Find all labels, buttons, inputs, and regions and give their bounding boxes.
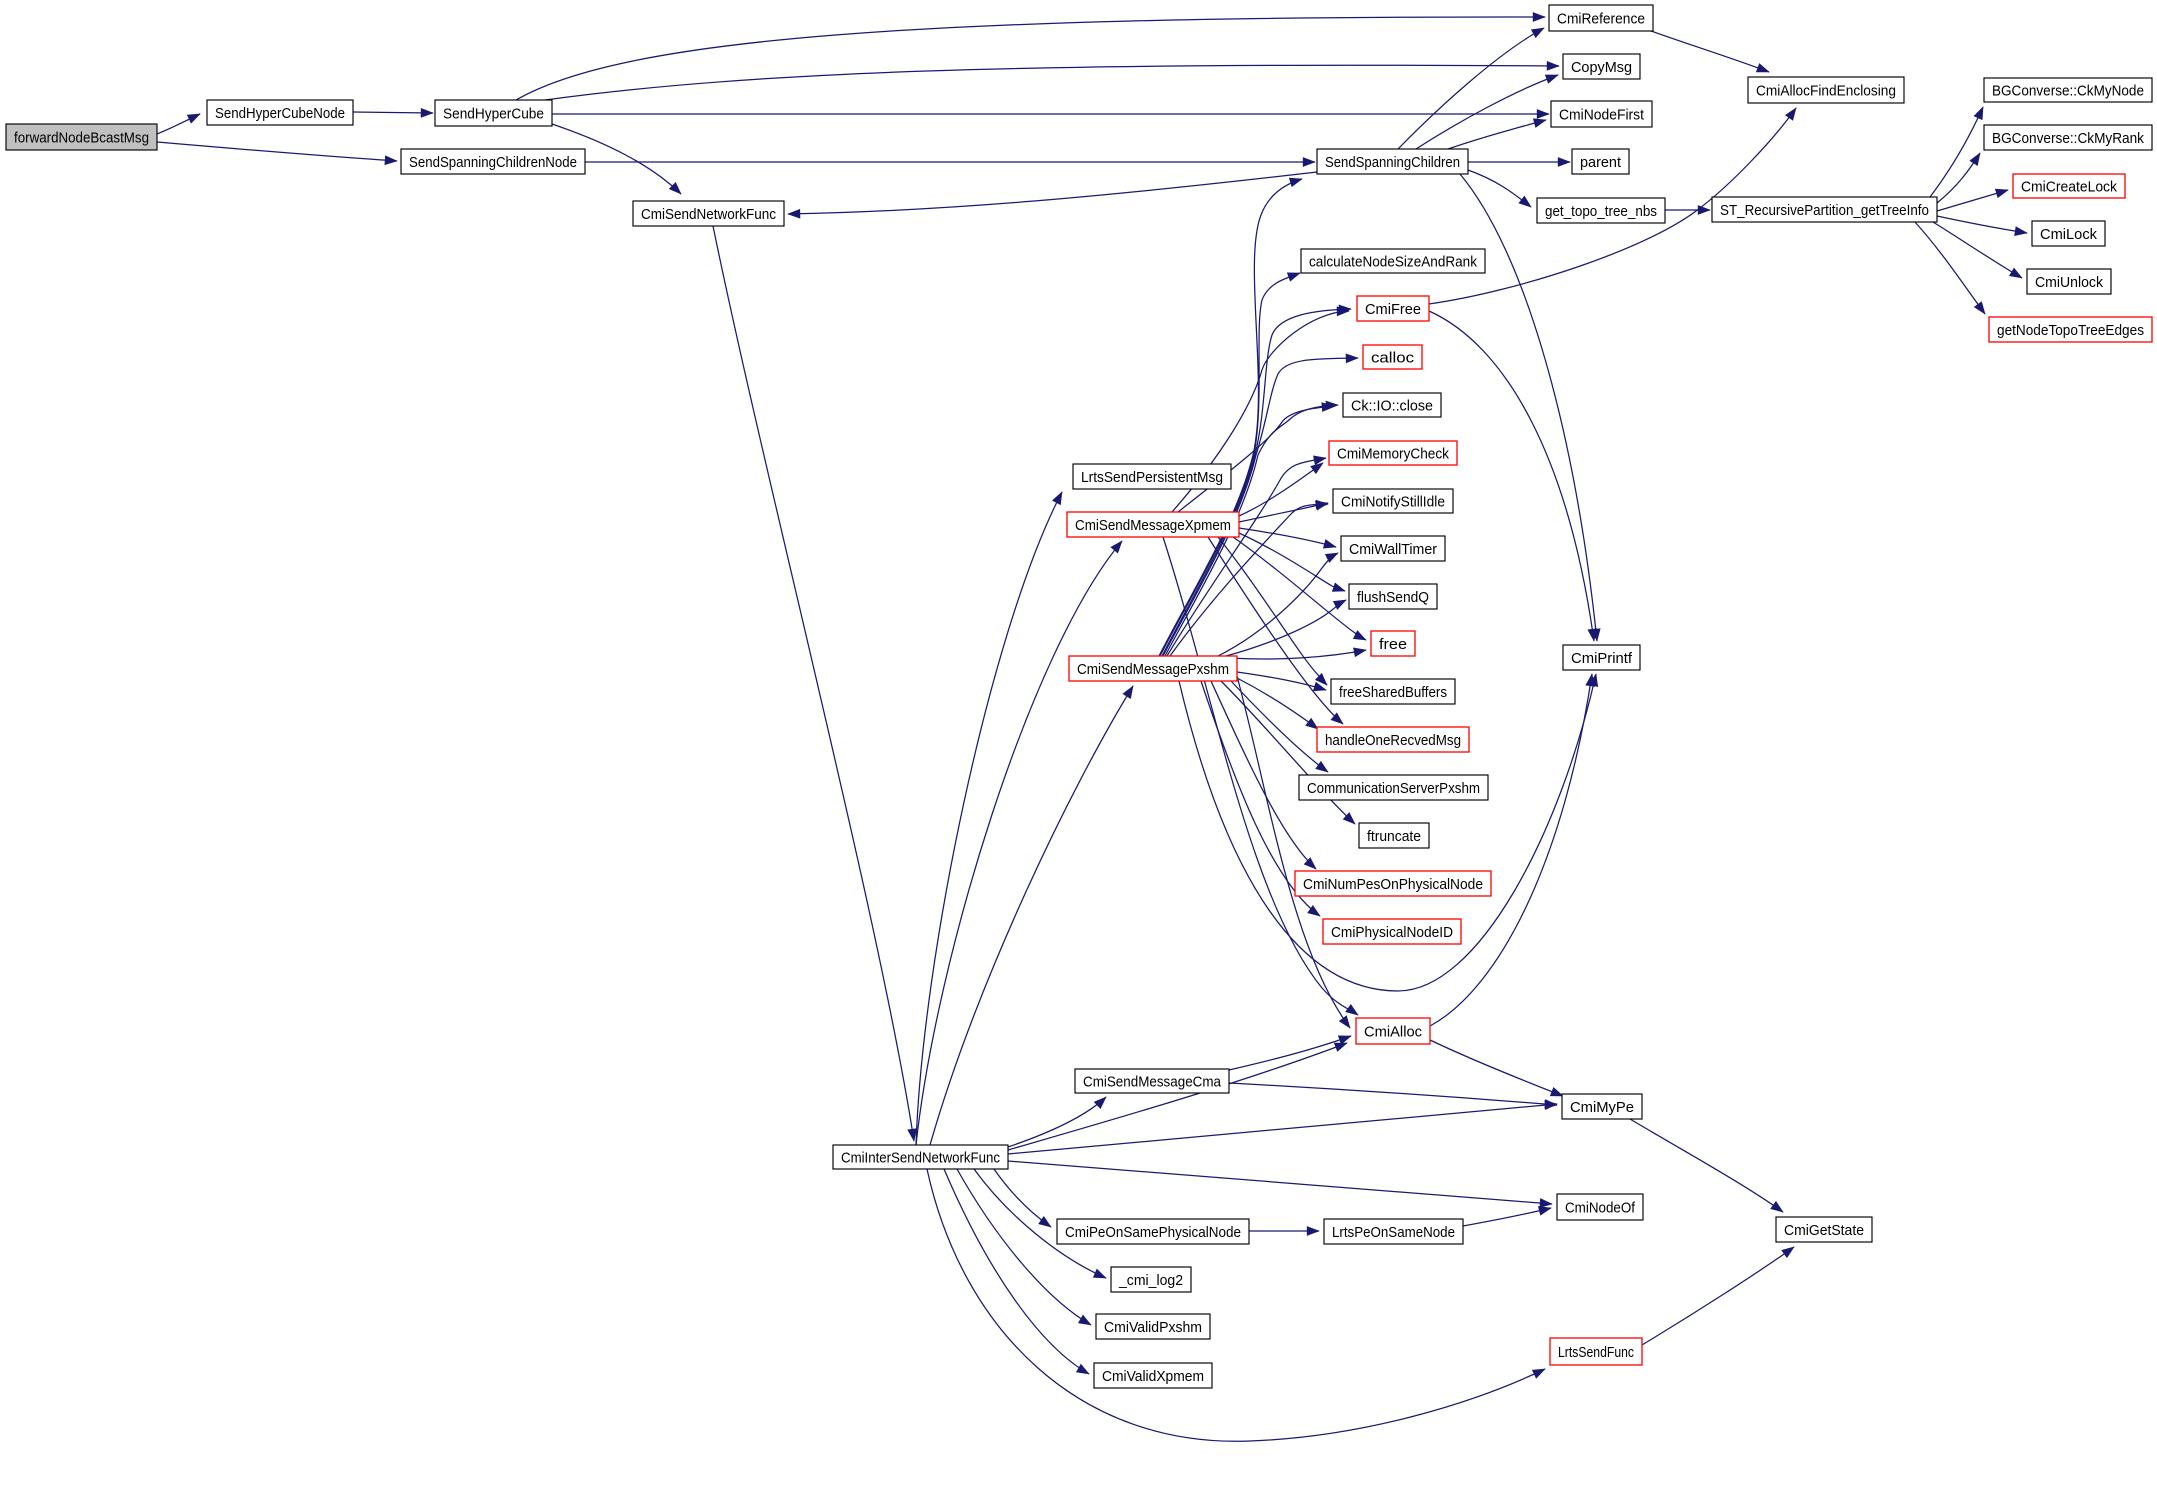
svg-text:CmiMemoryCheck: CmiMemoryCheck bbox=[1337, 445, 1449, 462]
svg-text:CmiGetState: CmiGetState bbox=[1784, 1222, 1864, 1239]
svg-text:_cmi_log2: _cmi_log2 bbox=[1118, 1272, 1183, 1289]
svg-text:CmiCreateLock: CmiCreateLock bbox=[2021, 178, 2117, 195]
svg-text:SendSpanningChildrenNode: SendSpanningChildrenNode bbox=[409, 154, 577, 171]
svg-text:CmiMyPe: CmiMyPe bbox=[1570, 1099, 1634, 1116]
svg-text:CmiSendMessagePxshm: CmiSendMessagePxshm bbox=[1077, 661, 1229, 678]
svg-text:LrtsSendPersistentMsg: LrtsSendPersistentMsg bbox=[1081, 469, 1223, 486]
svg-text:CmiUnlock: CmiUnlock bbox=[2035, 274, 2103, 291]
svg-text:LrtsPeOnSameNode: LrtsPeOnSameNode bbox=[1332, 1224, 1455, 1241]
svg-text:CopyMsg: CopyMsg bbox=[1571, 59, 1632, 76]
svg-text:ftruncate: ftruncate bbox=[1367, 828, 1421, 845]
svg-text:CmiLock: CmiLock bbox=[2040, 226, 2097, 243]
svg-text:freeSharedBuffers: freeSharedBuffers bbox=[1339, 684, 1447, 701]
svg-text:CmiNodeFirst: CmiNodeFirst bbox=[1559, 106, 1645, 123]
svg-text:CmiValidPxshm: CmiValidPxshm bbox=[1104, 1319, 1202, 1336]
svg-text:CmiValidXpmem: CmiValidXpmem bbox=[1102, 1368, 1204, 1385]
svg-text:forwardNodeBcastMsg: forwardNodeBcastMsg bbox=[14, 129, 149, 146]
svg-text:ST_RecursivePartition_getTreeI: ST_RecursivePartition_getTreeInfo bbox=[1720, 202, 1929, 219]
svg-text:CmiFree: CmiFree bbox=[1365, 301, 1421, 318]
svg-text:flushSendQ: flushSendQ bbox=[1357, 589, 1429, 606]
svg-text:handleOneRecvedMsg: handleOneRecvedMsg bbox=[1325, 732, 1461, 749]
svg-text:CmiAllocFindEnclosing: CmiAllocFindEnclosing bbox=[1756, 82, 1896, 99]
svg-text:calloc: calloc bbox=[1371, 349, 1415, 366]
svg-text:CmiSendMessageXpmem: CmiSendMessageXpmem bbox=[1075, 517, 1231, 534]
svg-text:CmiPrintf: CmiPrintf bbox=[1571, 650, 1633, 667]
svg-text:LrtsSendFunc: LrtsSendFunc bbox=[1558, 1344, 1634, 1361]
svg-text:CmiReference: CmiReference bbox=[1557, 10, 1645, 27]
svg-text:CommunicationServerPxshm: CommunicationServerPxshm bbox=[1307, 780, 1480, 797]
svg-text:Ck::IO::close: Ck::IO::close bbox=[1351, 397, 1433, 414]
svg-text:free: free bbox=[1379, 636, 1407, 653]
svg-text:CmiSendMessageCma: CmiSendMessageCma bbox=[1083, 1073, 1222, 1090]
svg-text:CmiPhysicalNodeID: CmiPhysicalNodeID bbox=[1331, 924, 1453, 941]
svg-text:CmiInterSendNetworkFunc: CmiInterSendNetworkFunc bbox=[841, 1149, 1000, 1166]
svg-text:CmiAlloc: CmiAlloc bbox=[1364, 1023, 1422, 1040]
svg-text:CmiWallTimer: CmiWallTimer bbox=[1349, 541, 1437, 558]
svg-text:SendHyperCubeNode: SendHyperCubeNode bbox=[215, 105, 345, 122]
svg-text:CmiNumPesOnPhysicalNode: CmiNumPesOnPhysicalNode bbox=[1303, 876, 1483, 893]
svg-text:CmiSendNetworkFunc: CmiSendNetworkFunc bbox=[641, 206, 776, 223]
svg-text:SendHyperCube: SendHyperCube bbox=[443, 105, 544, 122]
svg-text:CmiPeOnSamePhysicalNode: CmiPeOnSamePhysicalNode bbox=[1065, 1224, 1241, 1241]
svg-text:parent: parent bbox=[1580, 154, 1622, 171]
svg-text:BGConverse::CkMyRank: BGConverse::CkMyRank bbox=[1992, 130, 2144, 147]
svg-text:BGConverse::CkMyNode: BGConverse::CkMyNode bbox=[1992, 82, 2144, 99]
svg-text:calculateNodeSizeAndRank: calculateNodeSizeAndRank bbox=[1309, 253, 1477, 270]
svg-text:CmiNotifyStillIdle: CmiNotifyStillIdle bbox=[1341, 493, 1445, 510]
svg-text:CmiNodeOf: CmiNodeOf bbox=[1565, 1199, 1636, 1216]
svg-text:getNodeTopoTreeEdges: getNodeTopoTreeEdges bbox=[1997, 322, 2144, 339]
svg-text:get_topo_tree_nbs: get_topo_tree_nbs bbox=[1545, 203, 1657, 220]
svg-text:SendSpanningChildren: SendSpanningChildren bbox=[1325, 154, 1460, 171]
